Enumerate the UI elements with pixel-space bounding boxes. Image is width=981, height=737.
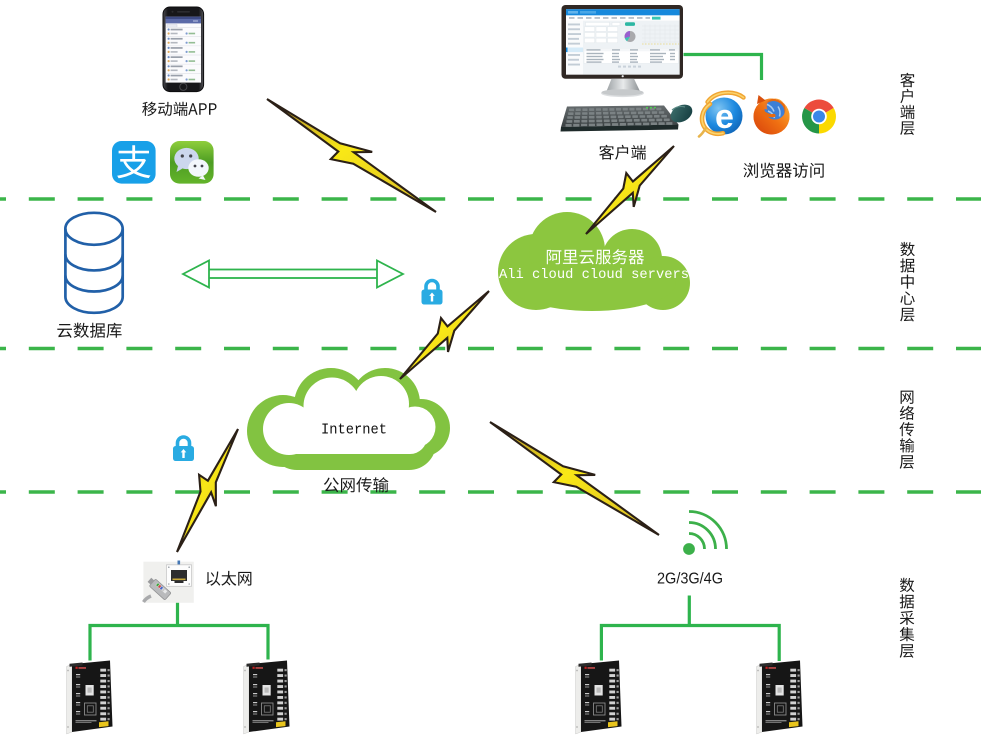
svg-text:Internet: Internet bbox=[321, 423, 387, 439]
svg-text:Ali cloud cloud servers: Ali cloud cloud servers bbox=[499, 268, 689, 283]
svg-text:2G/3G/4G: 2G/3G/4G bbox=[657, 571, 723, 588]
svg-text:e: e bbox=[715, 98, 734, 136]
